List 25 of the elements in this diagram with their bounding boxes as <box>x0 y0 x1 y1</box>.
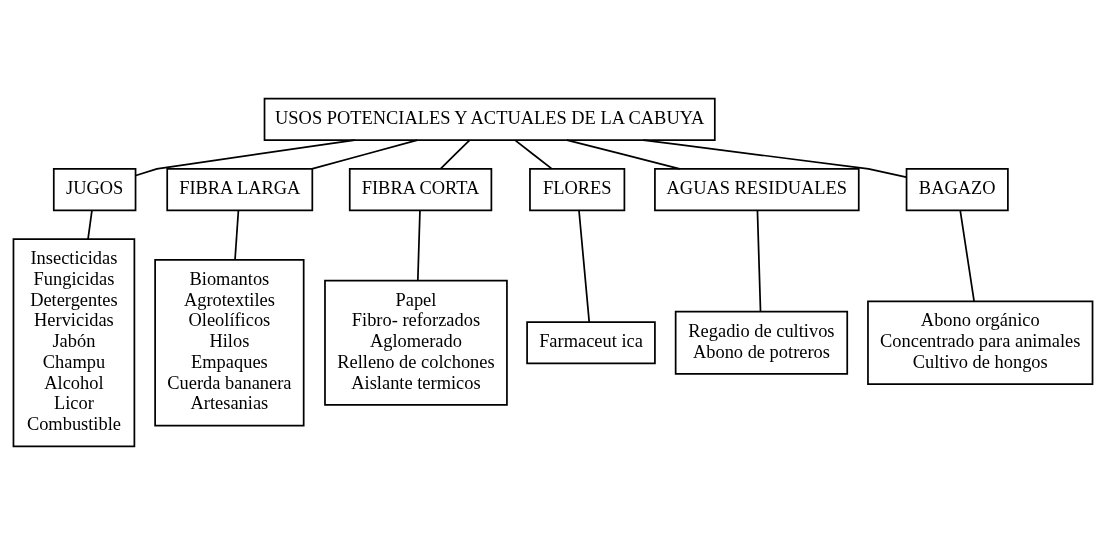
connector <box>87 209 93 240</box>
connector <box>416 209 421 282</box>
connector <box>642 139 907 179</box>
connector <box>959 209 975 303</box>
connector <box>578 209 591 323</box>
connector <box>566 139 681 170</box>
connector <box>311 139 419 170</box>
node-box: Papel Fibro- reforzados Aglomerado Relleno de colchones Aislante termicos <box>324 279 508 406</box>
connector <box>234 209 240 261</box>
node-box: Abono orgánico Concentrado para animales Cultivo de hongos <box>867 300 1094 386</box>
node-box: FIBRA CORTA <box>348 168 493 212</box>
connector <box>756 209 762 313</box>
node-box: USOS POTENCIALES Y ACTUALES DE LA CABUYA <box>263 97 716 141</box>
node-box: Farmaceut ica <box>526 321 656 365</box>
connector <box>134 139 356 177</box>
node-box: Biomantos Agrotextiles Oleolíficos Hilos Empaques Cuerda bananera Artesanias <box>154 258 305 427</box>
node-box: BAGAZO <box>905 168 1009 212</box>
node-box: AGUAS RESIDUALES <box>654 168 860 212</box>
node-box: Insecticidas Fungicidas Detergentes Hervicidas Jabón Champu Alcohol Licor Combustible <box>12 238 136 448</box>
node-box: FIBRA LARGA <box>166 168 314 212</box>
node-box: JUGOS <box>52 168 137 212</box>
connector <box>439 139 471 170</box>
node-box: Regadio de cultivos Abono de potreros <box>674 310 849 375</box>
node-box: FLORES <box>529 168 626 212</box>
connector <box>514 139 553 170</box>
